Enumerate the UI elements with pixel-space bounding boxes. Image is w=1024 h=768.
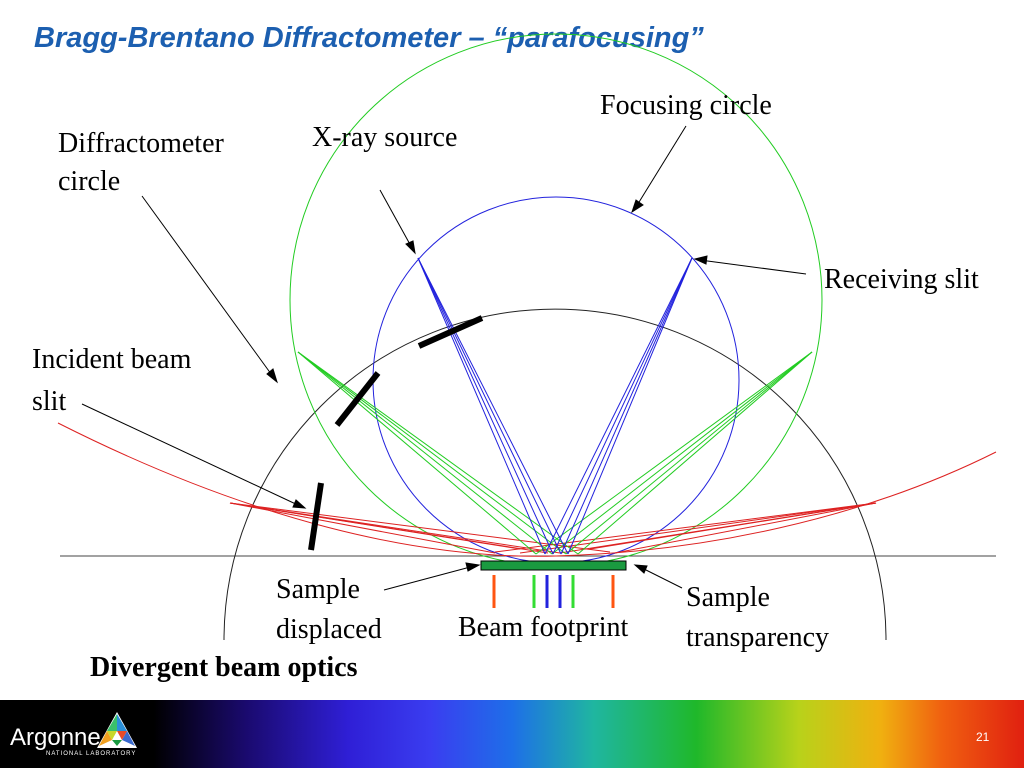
page-number: 21 <box>976 730 990 744</box>
red-arc <box>57 422 997 557</box>
label-receiving-slit: Receiving slit <box>824 264 979 295</box>
blue-rays-right <box>544 257 693 555</box>
label-incident-beam-slit-line1: Incident beam <box>32 344 192 375</box>
diffractometer-circle <box>223 308 887 641</box>
green-rays-left <box>297 351 579 555</box>
argonne-logo-subtext: NATIONAL LABORATORY <box>46 751 137 757</box>
sample-bar <box>480 560 627 571</box>
footer-spectrum-bar <box>0 700 1024 768</box>
blue-rays-left <box>417 257 569 555</box>
label-beam-footprint: Beam footprint <box>458 612 629 643</box>
diffractometer-diagram <box>57 33 997 641</box>
label-sample-displaced-line1: Sample <box>276 574 360 605</box>
label-diffractometer-circle-line2: circle <box>58 166 121 197</box>
label-focusing-circle: Focusing circle <box>600 90 772 121</box>
label-xray-source: X-ray source <box>312 122 458 153</box>
argonne-logo-text: Argonne <box>10 724 101 751</box>
red-rays-right <box>494 502 877 554</box>
red-rays-left <box>229 502 611 554</box>
slit-bar-top <box>417 315 484 349</box>
argonne-logo-icon <box>97 712 137 748</box>
label-sample-transparency-line1: Sample <box>686 582 770 613</box>
footprint-markers <box>492 575 615 608</box>
label-diffractometer-circle-line1: Diffractometer <box>58 128 224 159</box>
subtitle-divergent-beam-optics: Divergent beam optics <box>90 652 358 683</box>
label-incident-beam-slit-line2: slit <box>32 386 67 417</box>
blue-focusing-circle <box>372 196 740 564</box>
label-sample-displaced-line2: displaced <box>276 614 382 645</box>
slide-title: Bragg-Brentano Diffractometer – “parafoc… <box>34 22 704 54</box>
slit-bar-middle <box>334 371 381 427</box>
label-sample-transparency-line2: transparency <box>686 622 830 653</box>
annotation-arrows <box>81 125 807 591</box>
incident-slit-bar <box>308 482 324 551</box>
